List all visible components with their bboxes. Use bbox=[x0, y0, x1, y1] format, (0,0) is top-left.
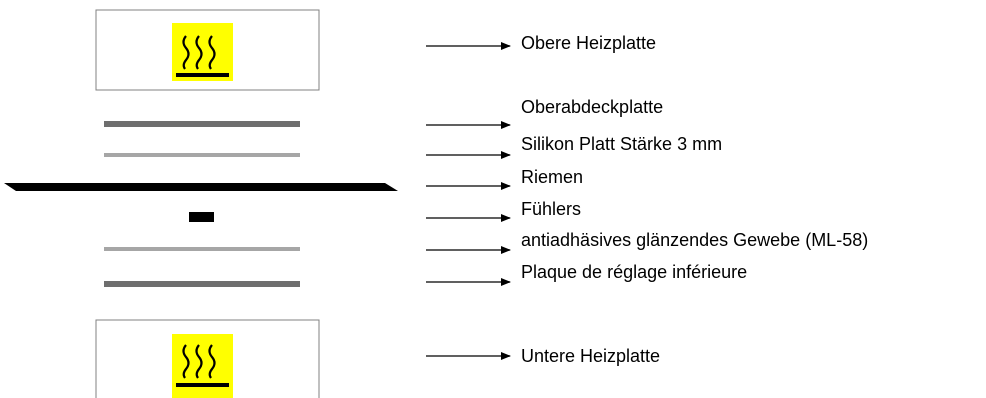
label-upper-cover-plate: Oberabdeckplatte bbox=[521, 97, 664, 117]
upper-heating-plate bbox=[95, 9, 320, 91]
lower-heating-plate bbox=[95, 319, 320, 398]
label-non-stick-fabric: antiadhäsives glänzendes Gewebe (ML-58) bbox=[521, 230, 869, 250]
lower-adjust-plate bbox=[104, 281, 300, 287]
label-lower-adjust-plate: Plaque de réglage inférieure bbox=[521, 262, 748, 282]
belt bbox=[4, 183, 398, 191]
label-upper-heating-plate: Obere Heizplatte bbox=[521, 33, 657, 53]
label-sensor: Fühlers bbox=[521, 199, 582, 219]
silicone-plate bbox=[104, 153, 300, 157]
label-silicone-plate: Silikon Platt Stärke 3 mm bbox=[521, 134, 723, 154]
heat-warning-icon bbox=[172, 334, 233, 398]
label-belt: Riemen bbox=[521, 167, 584, 187]
label-lower-heating-plate: Untere Heizplatte bbox=[521, 346, 661, 366]
upper-cover-plate bbox=[104, 121, 300, 127]
non-stick-fabric bbox=[104, 247, 300, 251]
sensor bbox=[189, 212, 214, 222]
heat-warning-icon bbox=[172, 23, 233, 81]
